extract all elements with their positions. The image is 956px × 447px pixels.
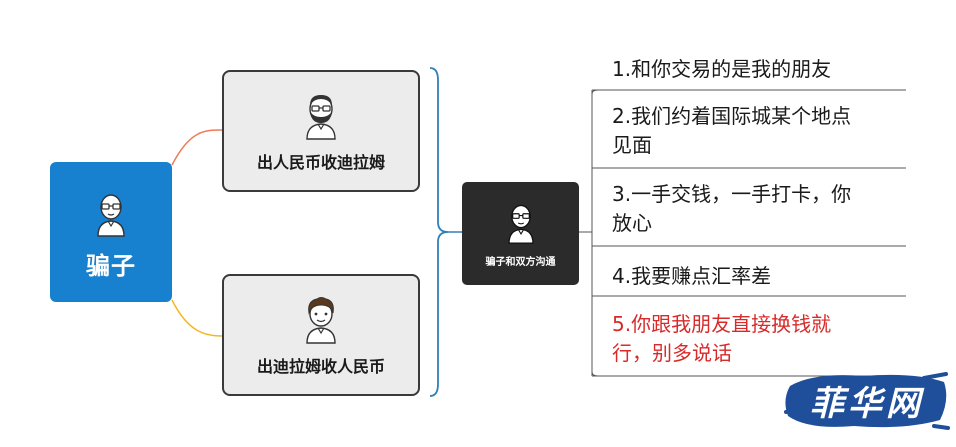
root-node-label: 骗子	[86, 251, 136, 280]
branch-node-dirham-seller: 出迪拉姆收人民币	[222, 274, 420, 396]
list-item-line: 3.一手交钱，一手打卡，你	[612, 182, 852, 206]
list-item-line: 2.我们约着国际城某个地点	[612, 104, 852, 128]
connector-center-list	[579, 89, 906, 377]
connector-root-branch1	[171, 129, 223, 166]
list-item-2: 2.我们约着国际城某个地点 见面	[612, 102, 912, 160]
list-item-line: 1.和你交易的是我的朋友	[612, 57, 832, 81]
watermark-logo: 菲华网	[784, 368, 950, 432]
root-node-scammer: 骗子	[50, 162, 172, 302]
bald-man-glasses-icon	[498, 199, 544, 245]
branch-node-rmb-seller: 出人民币收迪拉姆	[222, 70, 420, 192]
list-item-line: 见面	[612, 133, 652, 157]
list-item-line: 放心	[612, 211, 652, 235]
connector-center-list-curves	[591, 89, 599, 377]
list-item-line: 行，别多说话	[612, 341, 732, 365]
bearded-man-icon	[295, 89, 347, 141]
connector-bracket	[429, 67, 449, 397]
list-item-3: 3.一手交钱，一手打卡，你 放心	[612, 180, 912, 238]
bald-man-glasses-icon	[86, 188, 136, 238]
watermark-text: 菲华网	[810, 383, 924, 424]
list-item-5: 5.你跟我朋友直接换钱就 行，别多说话	[612, 310, 912, 368]
connector-root-branch2	[171, 299, 223, 337]
brush-stroke-background	[784, 372, 950, 430]
list-item-1: 1.和你交易的是我的朋友	[612, 55, 912, 84]
list-item-line: 4.我要赚点汇率差	[612, 264, 772, 288]
center-node-scammer-communicates: 骗子和双方沟通	[462, 182, 579, 285]
center-node-label: 骗子和双方沟通	[485, 257, 556, 268]
branch-node-label: 出迪拉姆收人民币	[256, 357, 385, 376]
list-item-line: 5.你跟我朋友直接换钱就	[612, 312, 832, 336]
list-item-4: 4.我要赚点汇率差	[612, 262, 912, 291]
curly-hair-man-icon	[295, 293, 347, 345]
branch-node-label: 出人民币收迪拉姆	[256, 153, 385, 172]
